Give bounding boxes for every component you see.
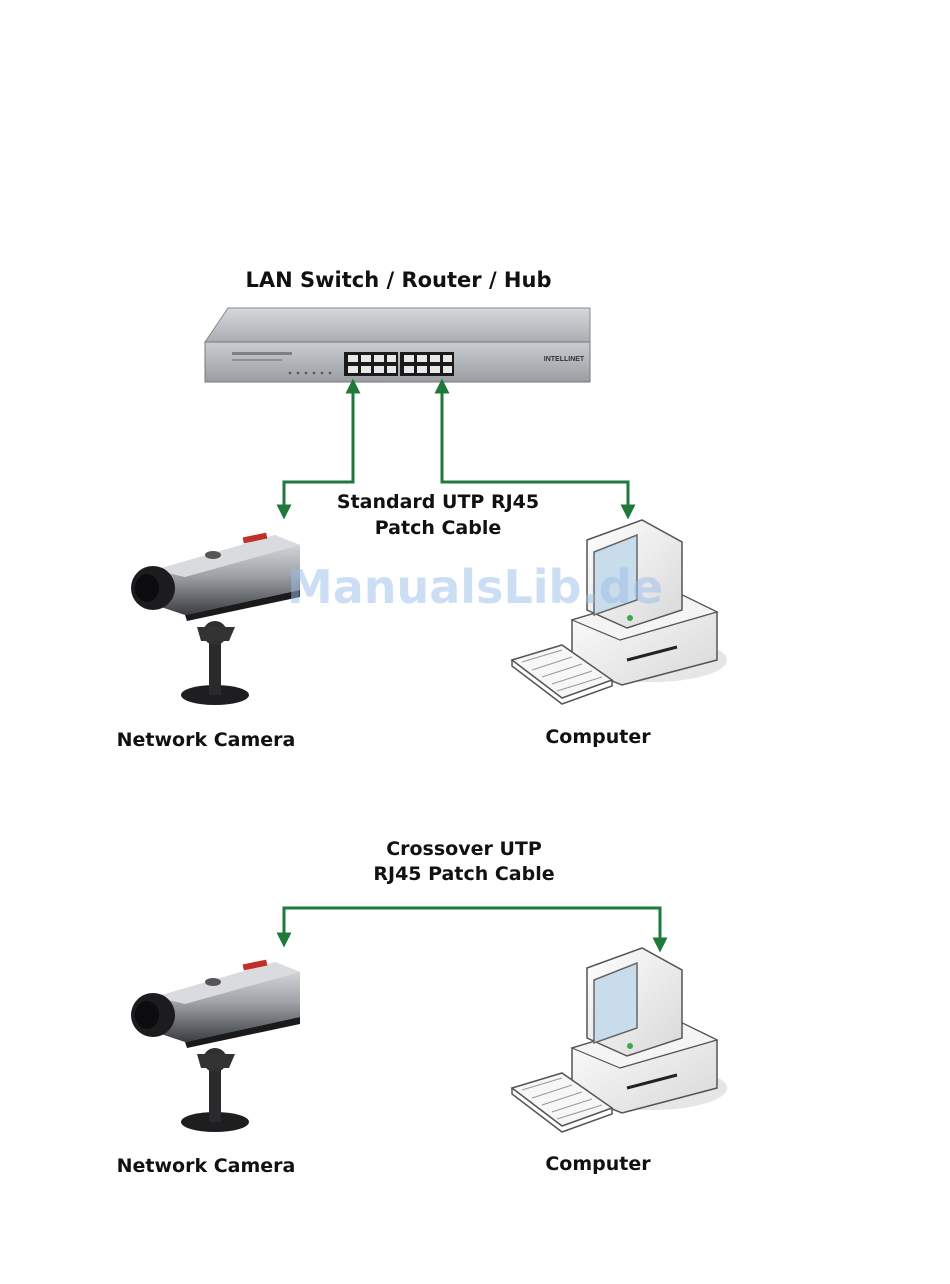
network-camera-icon (131, 533, 300, 705)
switch-brand-logo: INTELLINET (544, 356, 585, 363)
crossover-cable-label-line1: Crossover UTP (330, 838, 598, 860)
network-camera-label: Network Camera (100, 729, 312, 751)
standard-cable-label-line1: Standard UTP RJ45 (290, 491, 586, 513)
standard-cable-label-line2: Patch Cable (290, 517, 586, 539)
watermark-text: ManualsLib.de (250, 560, 700, 614)
network-camera-icon (131, 960, 300, 1132)
switch-title: LAN Switch / Router / Hub (0, 268, 797, 292)
crossover-cable-line (284, 908, 660, 945)
computer-label: Computer (520, 1153, 676, 1175)
computer-icon (512, 948, 727, 1132)
network-camera-label: Network Camera (100, 1155, 312, 1177)
computer-label: Computer (520, 726, 676, 748)
crossover-cable-label-line2: RJ45 Patch Cable (330, 863, 598, 885)
lan-switch-icon (205, 308, 590, 382)
